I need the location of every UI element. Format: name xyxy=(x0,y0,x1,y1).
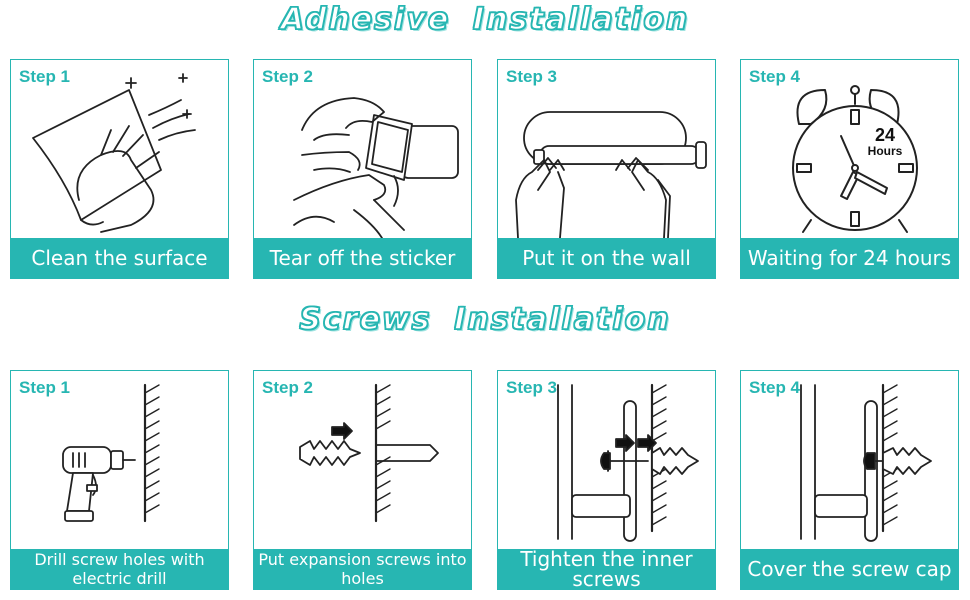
screw-cap-icon xyxy=(741,371,957,549)
step-label: Step 4 xyxy=(749,67,801,86)
step-caption: Cover the screw cap xyxy=(741,549,958,589)
screws-title-word: Screws xyxy=(299,301,432,338)
screws-step-1-card: Step 1 Drill screw holes with electric d… xyxy=(10,370,229,590)
adhesive-step-2-card: Step 2 Tear off the sticker xyxy=(253,59,472,279)
step-caption: Tear off the sticker xyxy=(254,238,471,278)
step-label: Step 1 xyxy=(19,67,71,86)
step-label: Step 2 xyxy=(262,378,314,397)
screws-title-installation: Installation xyxy=(453,301,671,338)
step-label: Step 1 xyxy=(19,378,71,397)
screws-step-3-card: Step 3 Tighten the inner screws xyxy=(497,370,716,590)
step-caption: Put it on the wall xyxy=(498,238,715,278)
expansion-screw-icon xyxy=(254,371,470,549)
cloth-wipe-icon xyxy=(11,60,227,238)
electric-drill-icon xyxy=(11,371,227,549)
adhesive-installation-title: Adhesive Installation xyxy=(0,1,970,38)
adhesive-title-word: Adhesive xyxy=(280,1,451,38)
screws-step-4-card: Step 4 Cover the screw cap xyxy=(740,370,959,590)
step-caption: Drill screw holes with electric drill xyxy=(11,549,228,589)
peel-sticker-icon xyxy=(254,60,470,239)
adhesive-step-3-card: Step 3 Put it on the wall xyxy=(497,59,716,279)
adhesive-step-1-card: Step 1 Clean the surface xyxy=(10,59,229,279)
step-label: Step 3 xyxy=(506,67,558,86)
press-holder-icon xyxy=(498,60,714,239)
clock-hours-number: 24 xyxy=(874,125,896,145)
step-caption: Put expansion screws into holes xyxy=(254,549,471,589)
step-label: Step 4 xyxy=(749,378,801,397)
screws-installation-title: Screws Installation xyxy=(0,301,970,338)
alarm-clock-icon: 24 Hours xyxy=(741,60,957,238)
adhesive-step-4-card: 24 Hours Step 4 Waiting for 24 hours xyxy=(740,59,959,279)
screws-step-2-card: Step 2 Put expansion screws into holes xyxy=(253,370,472,590)
clock-hours-unit: Hours xyxy=(867,144,903,158)
step-caption: Tighten the inner screws xyxy=(498,549,715,589)
step-label: Step 3 xyxy=(506,378,558,397)
step-caption: Clean the surface xyxy=(11,238,228,278)
tighten-screw-icon xyxy=(498,371,714,549)
step-label: Step 2 xyxy=(262,67,314,86)
adhesive-title-installation: Installation xyxy=(472,1,690,38)
step-caption: Waiting for 24 hours xyxy=(741,238,958,278)
